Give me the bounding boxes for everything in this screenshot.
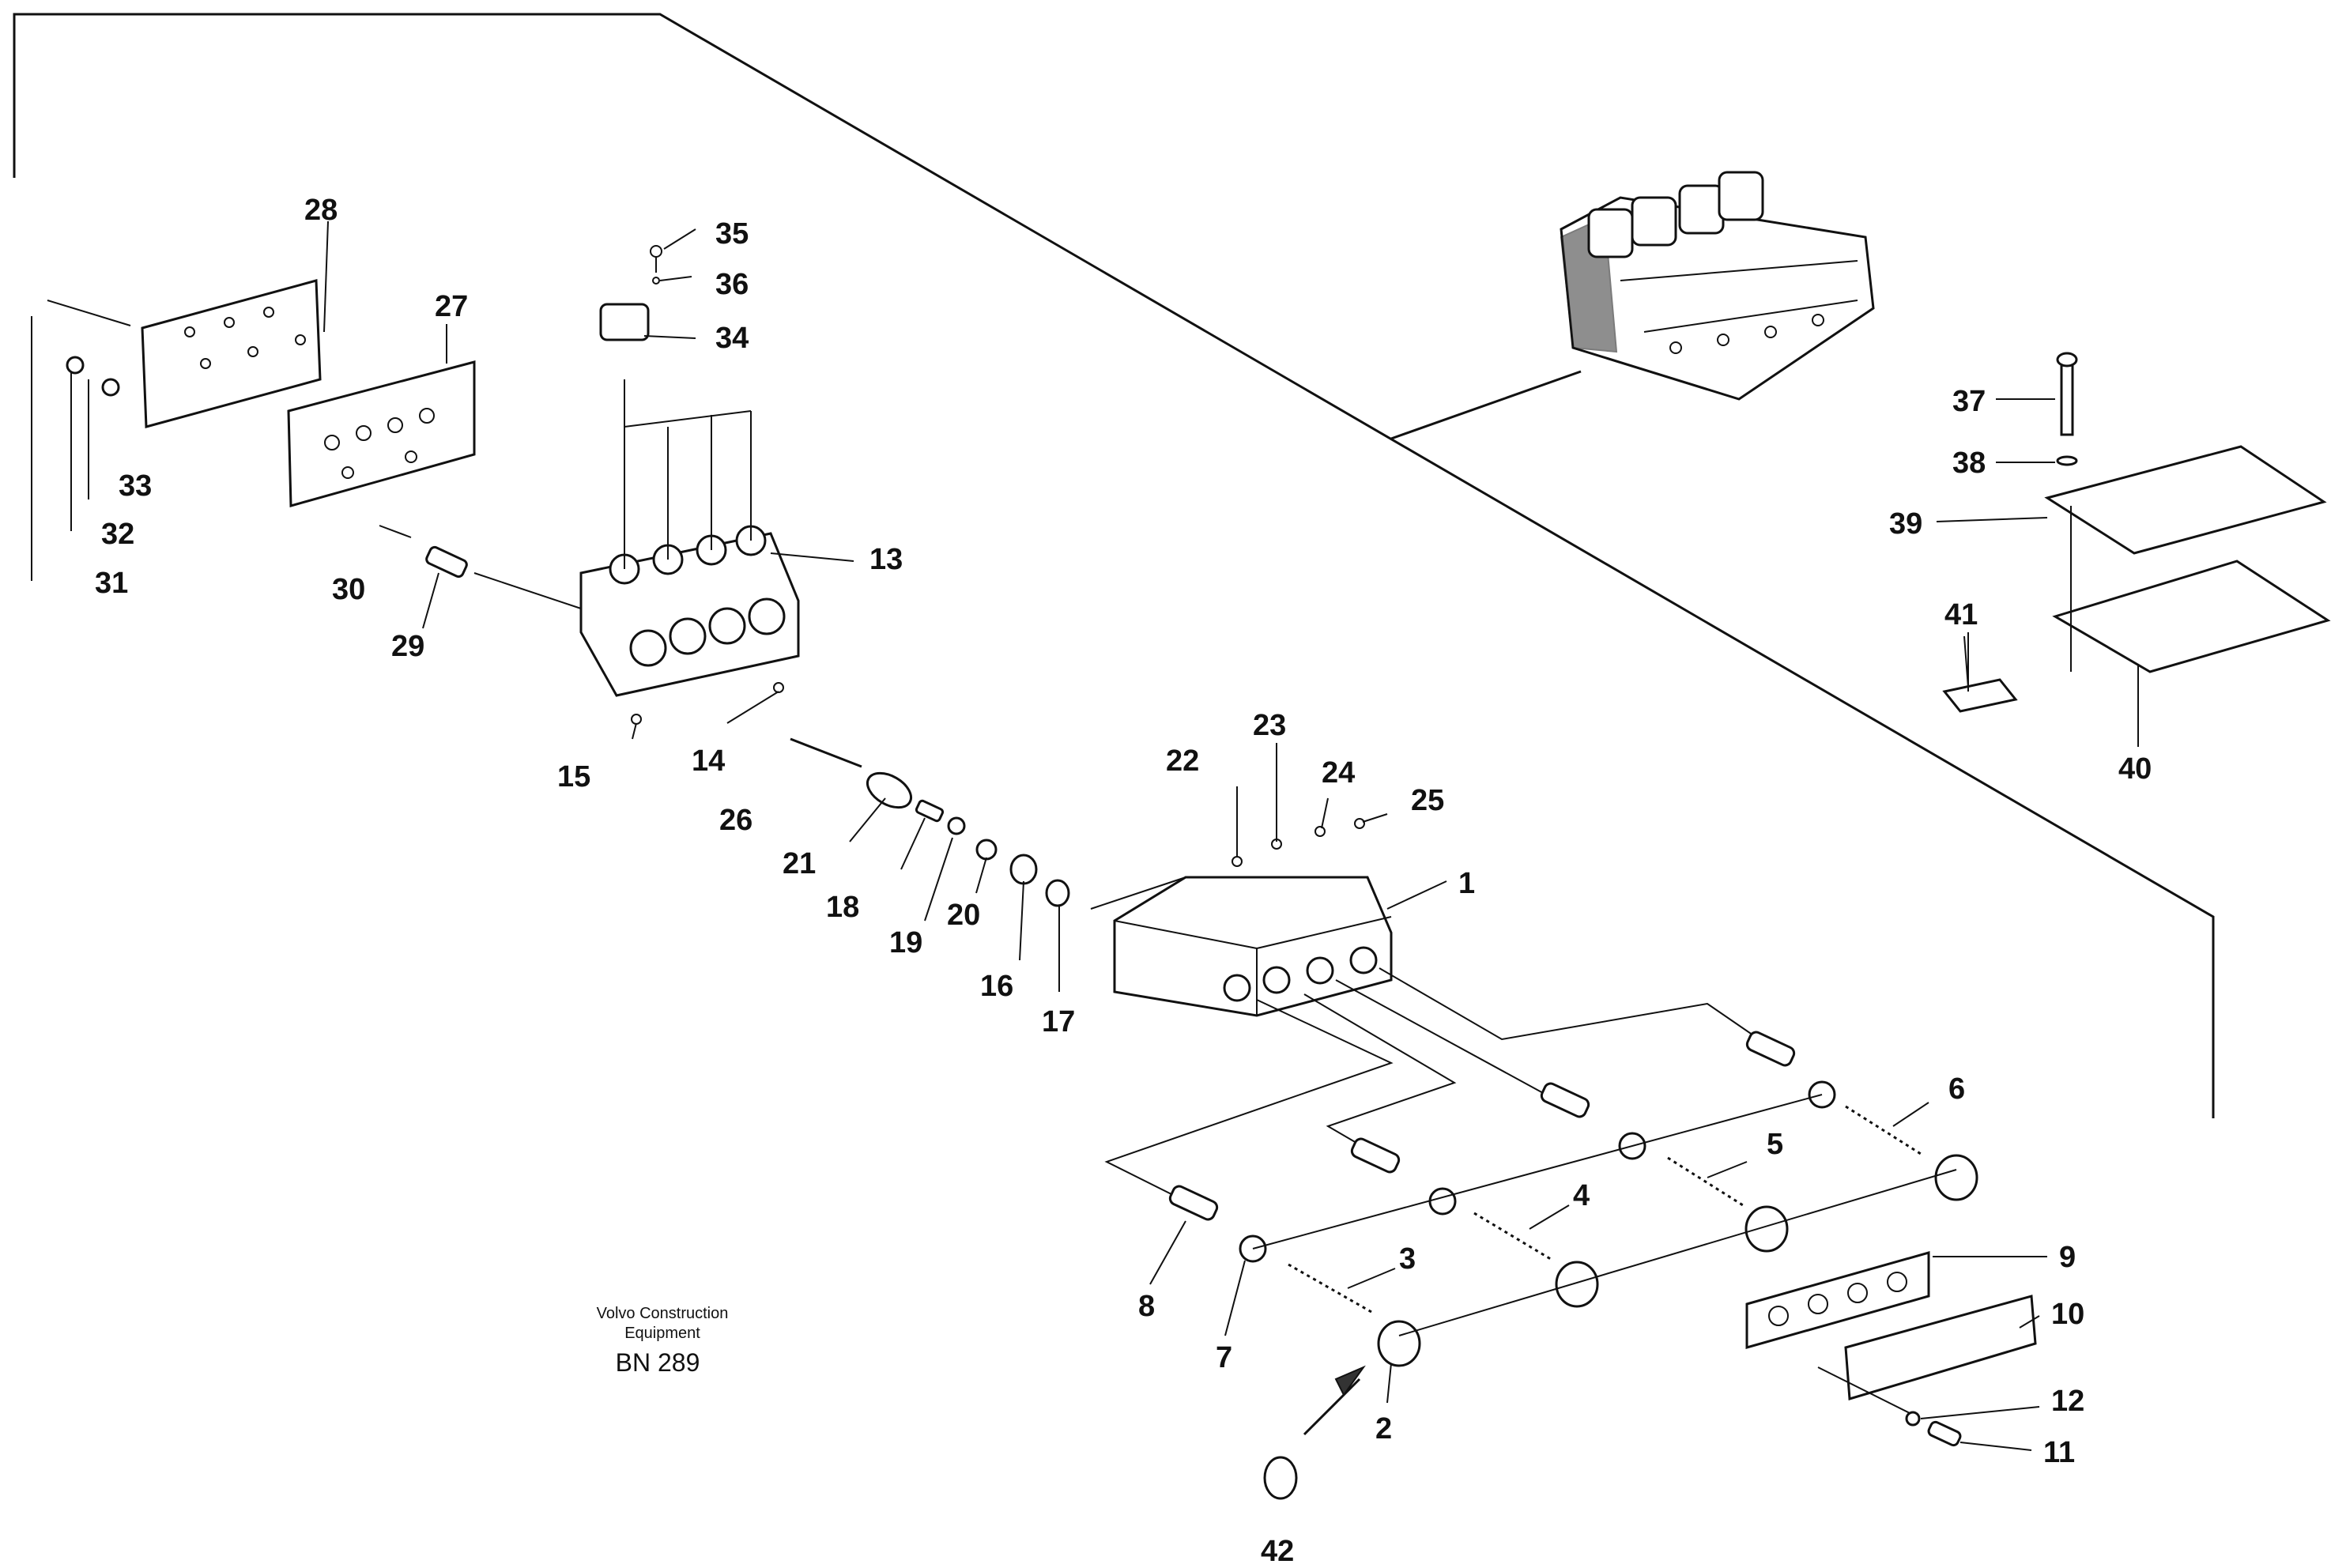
callout-18: 18 <box>826 891 859 924</box>
pipe-lines <box>1104 967 1771 1202</box>
callout-14: 14 <box>692 744 725 778</box>
callout-27: 27 <box>435 290 468 323</box>
callout-7: 7 <box>1216 1341 1232 1374</box>
callout-20: 20 <box>947 899 980 932</box>
callout-31: 31 <box>95 567 128 600</box>
callout-11: 11 <box>2043 1436 2075 1469</box>
callout-32: 32 <box>101 518 134 551</box>
callout-6: 6 <box>1948 1072 1965 1106</box>
callout-1: 1 <box>1458 867 1475 900</box>
callout-28: 28 <box>304 194 338 227</box>
spool-parts-row <box>631 682 1070 907</box>
callout-35: 35 <box>715 217 749 251</box>
top-cover-group <box>1942 352 2331 713</box>
valve-body-13 <box>579 245 800 697</box>
frame-outline <box>13 13 2215 1118</box>
drawing-code: BN 289 <box>616 1348 700 1377</box>
callout-39: 39 <box>1889 507 1922 541</box>
callout-37: 37 <box>1952 385 1986 418</box>
callout-8: 8 <box>1138 1290 1155 1323</box>
leader-lines <box>31 220 2139 1451</box>
callout-40: 40 <box>2118 752 2152 786</box>
callout-36: 36 <box>715 268 749 301</box>
credit-block: Volvo Construction Equipment BN 289 <box>597 1305 729 1377</box>
callout-13: 13 <box>869 543 903 576</box>
callout-29: 29 <box>391 630 424 663</box>
cover-plate-group <box>47 279 476 507</box>
callout-38: 38 <box>1952 447 1986 480</box>
callout-22: 22 <box>1166 744 1199 778</box>
callout-26: 26 <box>719 804 752 837</box>
main-valve-body-1 <box>1090 818 1393 1017</box>
callout-34: 34 <box>715 322 749 355</box>
callout-33: 33 <box>119 469 152 503</box>
credit-line-2: Equipment <box>624 1325 700 1342</box>
springs <box>1288 1105 1922 1314</box>
callout-19: 19 <box>889 926 922 959</box>
callout-2: 2 <box>1375 1412 1392 1446</box>
callout-16: 16 <box>980 970 1013 1003</box>
plug-42 <box>1263 1365 1366 1500</box>
callout-4: 4 <box>1573 1179 1590 1212</box>
callout-21: 21 <box>783 847 816 880</box>
callout-41: 41 <box>1944 598 1978 631</box>
callout-25: 25 <box>1411 784 1444 817</box>
callout-17: 17 <box>1042 1005 1075 1038</box>
callout-15: 15 <box>557 760 590 793</box>
end-caps <box>1377 1154 1978 1367</box>
screw-29-pin-30 <box>379 525 582 609</box>
callout-5: 5 <box>1767 1128 1783 1161</box>
callout-3: 3 <box>1399 1242 1416 1276</box>
credit-line-1: Volvo Construction <box>597 1305 729 1322</box>
end-plates <box>1745 1251 2037 1447</box>
callout-12: 12 <box>2051 1385 2084 1418</box>
callout-42: 42 <box>1261 1535 1294 1568</box>
callout-10: 10 <box>2051 1298 2084 1331</box>
callout-labels: 1 2 3 4 5 6 7 8 9 10 11 12 13 14 15 16 1… <box>95 194 2152 1568</box>
callout-9: 9 <box>2059 1241 2076 1274</box>
callout-30: 30 <box>332 573 365 606</box>
callout-24: 24 <box>1322 756 1355 790</box>
callout-23: 23 <box>1253 709 1286 742</box>
spool-assemblies <box>1168 1031 1836 1263</box>
assembled-valve-image <box>1560 171 1875 401</box>
